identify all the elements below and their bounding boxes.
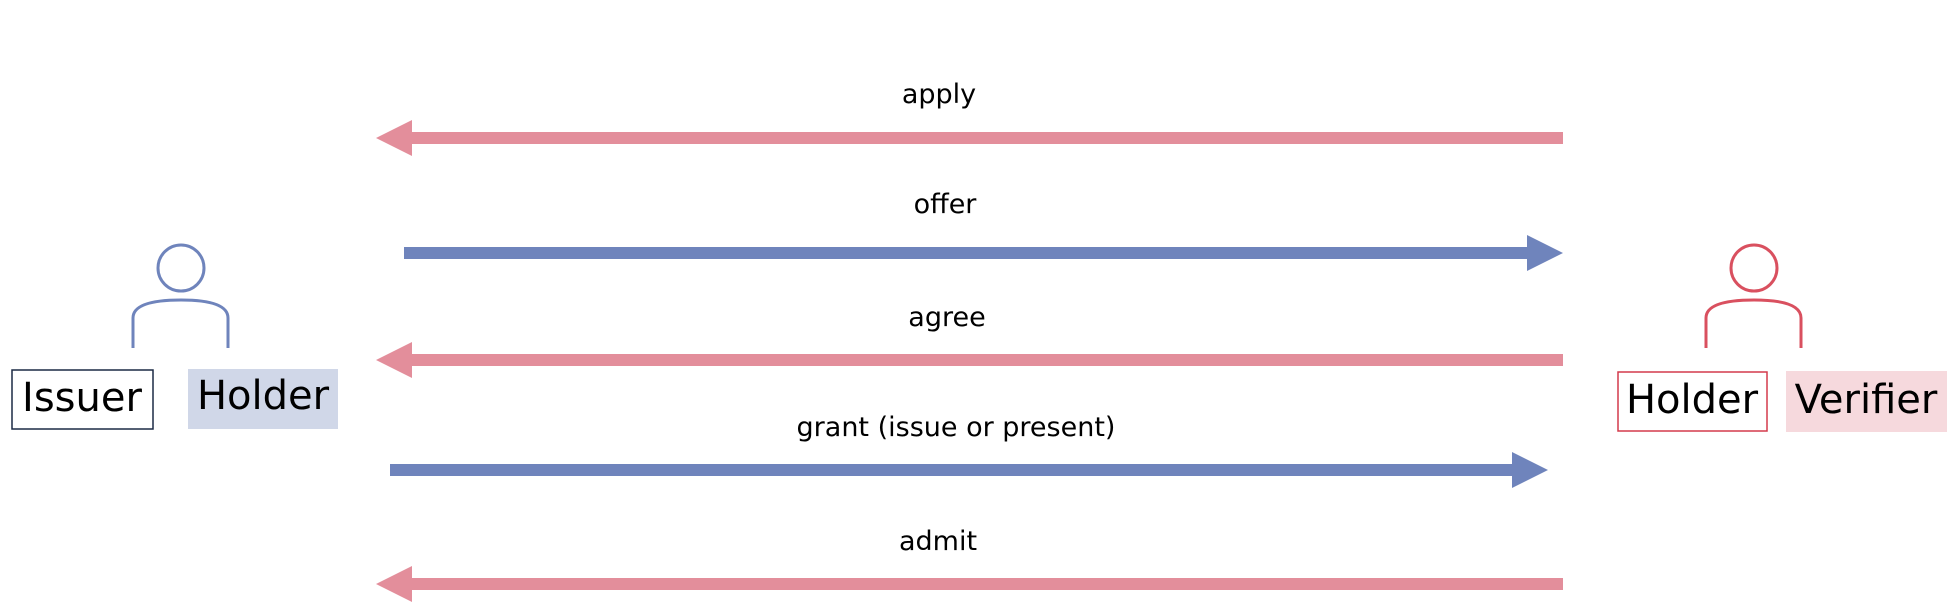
message-admit: admit <box>376 526 1563 602</box>
message-offer: offer <box>404 189 1563 271</box>
arrowhead-left-icon <box>376 566 412 602</box>
left-person-icon <box>131 243 230 348</box>
arrow-shaft <box>410 354 1563 366</box>
right-role-secondary-label: Verifier <box>1795 377 1938 423</box>
arrow-shaft <box>390 464 1514 476</box>
message-label: agree <box>908 302 985 333</box>
arrow-shaft <box>410 132 1563 144</box>
arrow-shaft <box>404 247 1529 259</box>
left-role-secondary-box: Holder <box>188 369 338 429</box>
arrowhead-right-icon <box>1512 452 1548 488</box>
message-label: grant (issue or present) <box>797 412 1116 443</box>
arrowhead-left-icon <box>376 120 412 156</box>
arrow-shaft <box>410 578 1563 590</box>
message-label: apply <box>902 79 976 110</box>
message-grant: grant (issue or present) <box>390 412 1548 488</box>
arrowhead-left-icon <box>376 342 412 378</box>
left-role-primary-label: Issuer <box>22 375 142 421</box>
right-role-secondary-box: Verifier <box>1786 371 1947 432</box>
right-person-icon <box>1704 243 1803 348</box>
left-role-primary-box: Issuer <box>11 369 154 430</box>
left-role-secondary-label: Holder <box>197 373 330 419</box>
arrowhead-right-icon <box>1527 235 1563 271</box>
message-label: offer <box>914 189 978 220</box>
message-label: admit <box>899 526 977 557</box>
message-apply: apply <box>376 79 1563 156</box>
right-role-primary-box: Holder <box>1617 371 1768 432</box>
right-role-primary-label: Holder <box>1626 377 1759 423</box>
message-agree: agree <box>376 302 1563 378</box>
